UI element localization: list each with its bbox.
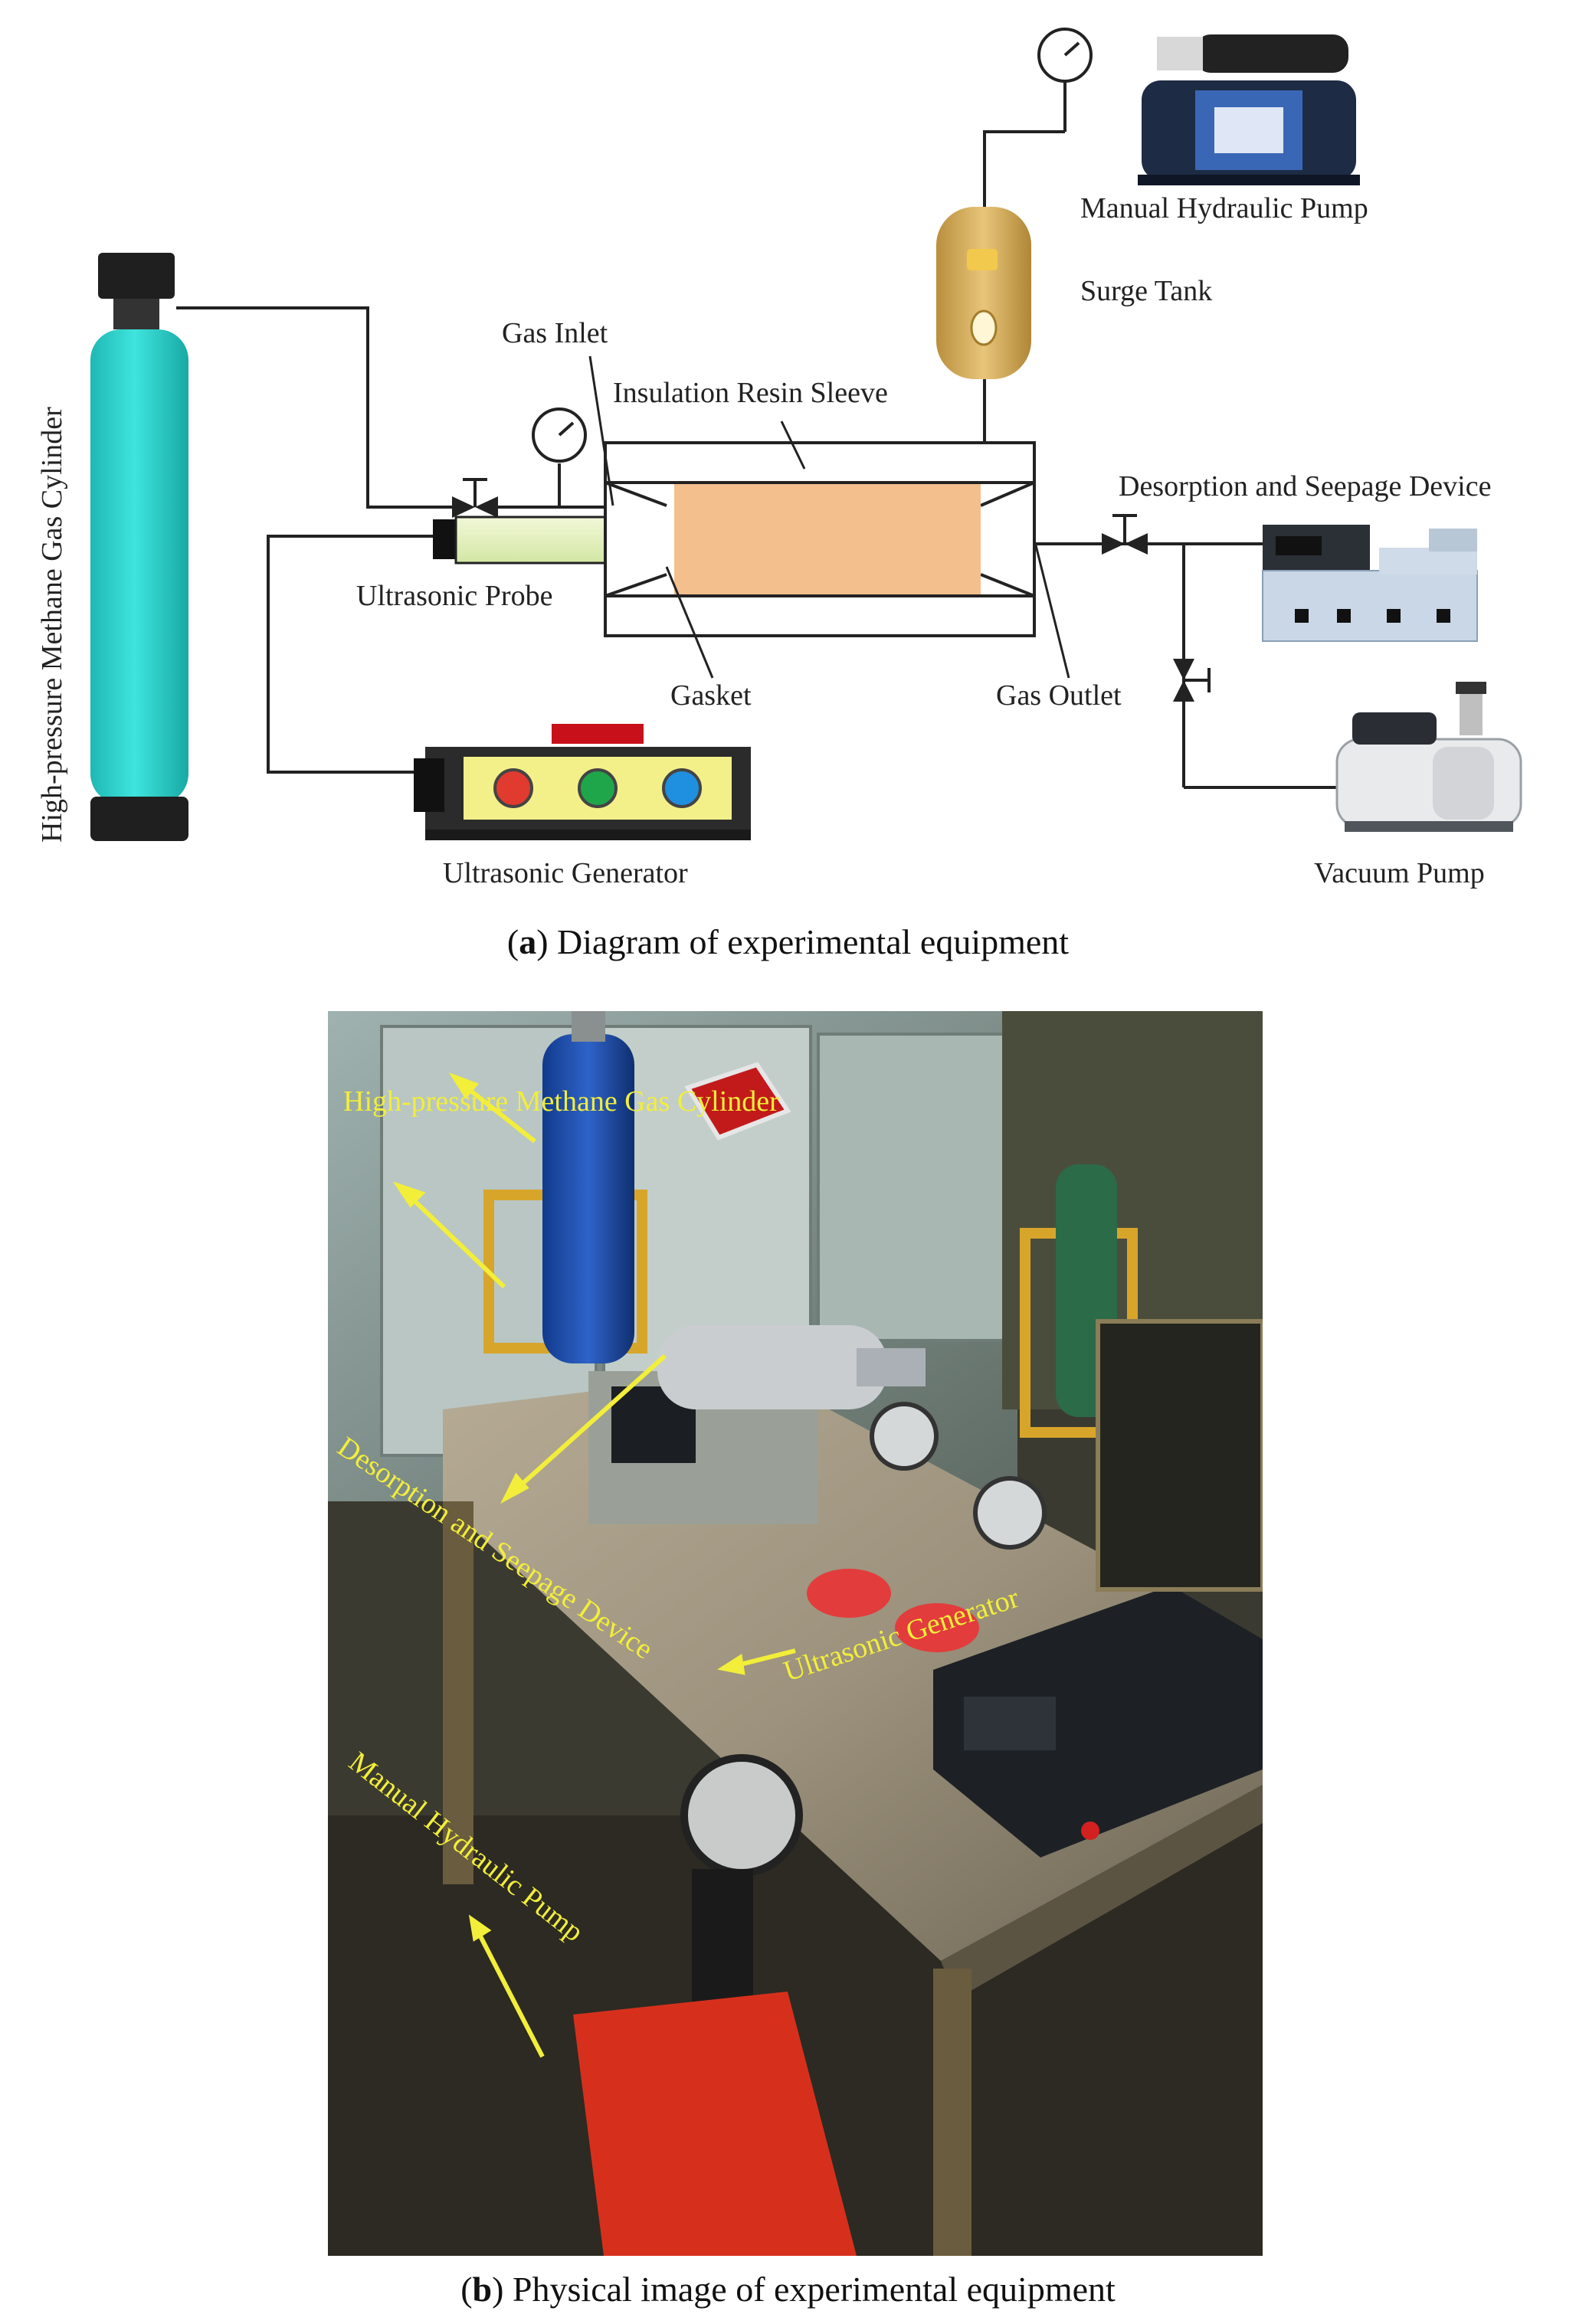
pressure-gauge-icon [1037, 28, 1093, 83]
coal-sample-core [674, 484, 981, 594]
photo-cylinder-label: High-pressure Methane Gas Cylinder [343, 1085, 779, 1118]
experimental-setup-diagram: High-pressure Methane Gas Cylinder [36, 28, 1522, 889]
cylinder-label: High-pressure Methane Gas Cylinder [36, 407, 68, 843]
pump-label: Manual Hydraulic Pump [1080, 192, 1368, 224]
methane-gas-cylinder-icon [90, 253, 188, 841]
gas-outlet-label: Gas Outlet [996, 679, 1122, 712]
desorption-seepage-device-icon [1262, 525, 1478, 642]
generator-label: Ultrasonic Generator [443, 857, 688, 889]
caption-b: (b) Physical image of experimental equip… [460, 2270, 1116, 2309]
gas-inlet-label: Gas Inlet [502, 317, 608, 349]
caption-b-letter: b [472, 2270, 493, 2309]
gasket-label: Gasket [670, 679, 752, 712]
sleeve-label: Insulation Resin Sleeve [613, 377, 888, 409]
vacuum-pump-icon [1335, 682, 1522, 832]
pressure-gauge-icon [532, 408, 587, 463]
caption-a: (a) Diagram of experimental equipment [506, 922, 1070, 961]
desorption-label: Desorption and Seepage Device [1119, 470, 1491, 502]
caption-a-letter: a [519, 922, 537, 961]
ultrasonic-generator-icon [414, 724, 751, 840]
outlet-valve-icon [1102, 514, 1148, 555]
probe-label: Ultrasonic Probe [356, 580, 552, 612]
pipe-lines [176, 77, 1337, 789]
leader-lines [588, 355, 1070, 679]
vacuum-pump-label: Vacuum Pump [1314, 857, 1485, 889]
equipment-photo: High-pressure Methane Gas Cylinder Desor… [328, 1011, 1263, 2256]
inlet-valve-icon [452, 478, 498, 518]
caption-a-text: ) Diagram of experimental equipment [536, 922, 1070, 961]
surge-tank-label: Surge Tank [1080, 275, 1212, 307]
caption-b-text: ) Physical image of experimental equipme… [492, 2270, 1116, 2309]
vacuum-valve-icon [1173, 659, 1211, 702]
manual-hydraulic-pump-icon [1138, 34, 1360, 185]
surge-tank-icon [936, 207, 1031, 379]
